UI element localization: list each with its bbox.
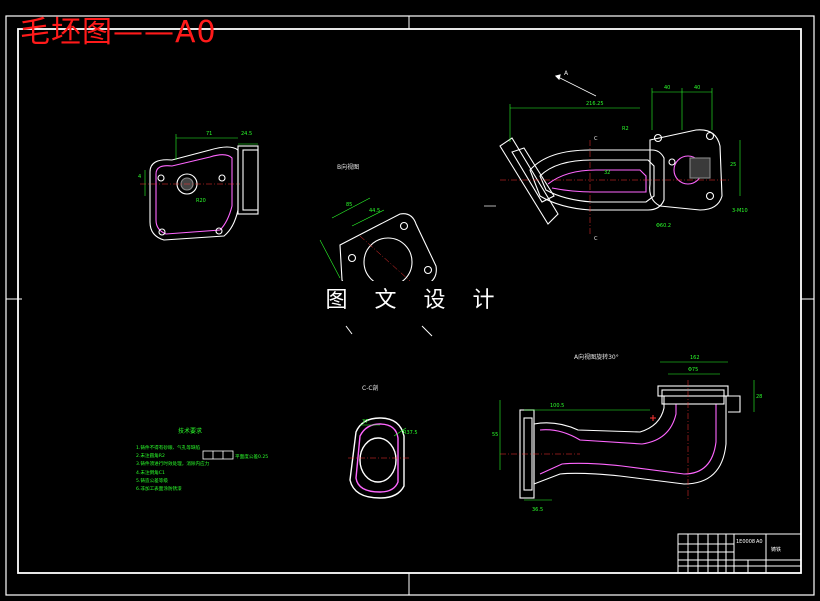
dim-rt-25: 25 xyxy=(730,162,736,168)
section-c-top: C xyxy=(594,136,598,142)
dim-rt-3m10: 3-M10 xyxy=(732,208,748,214)
title-block-material: 铸铁 xyxy=(771,547,782,553)
tech-note-item: 6.非加工表面涂防锈漆 xyxy=(136,487,182,493)
right-top-view xyxy=(484,74,741,234)
centering-marks xyxy=(6,16,814,595)
b-view-label: B向视图 xyxy=(337,163,359,171)
arrow-a-label: A xyxy=(564,70,569,77)
watermark-text: 图 文 设 计 xyxy=(320,281,510,321)
title-block-drawing-number: 1E0008 xyxy=(736,539,756,545)
outer-frame xyxy=(5,15,815,596)
tolerance-text: 平面度公差0.25 xyxy=(235,453,268,460)
cc-section-label: C-C剖 xyxy=(362,384,379,392)
dim-br-28: 28 xyxy=(756,394,762,400)
tech-notes-list: 1.铸件不得有砂眼、气孔等缺陷 2.未注圆角R2 3.铸件须进行时效处理，消除内… xyxy=(136,445,209,494)
dim-b-445: 44.5 xyxy=(369,208,380,214)
bottom-right-view xyxy=(499,361,755,501)
tech-note-item: 1.铸件不得有砂眼、气孔等缺陷 xyxy=(136,446,201,451)
dim-top-245: 24.5 xyxy=(241,131,252,137)
tolerance-frame xyxy=(202,450,234,460)
title-block xyxy=(677,533,802,574)
tech-note-item: 2.未注圆角R2 xyxy=(136,454,165,460)
tech-notes-title: 技术要求 xyxy=(178,428,203,435)
dim-top-4: 4 xyxy=(138,174,141,180)
b-view xyxy=(319,197,437,337)
dim-rt-r2: R2 xyxy=(622,126,629,132)
dim-rt-40b: 40 xyxy=(694,85,700,91)
cc-section-view xyxy=(348,417,410,499)
dim-br-phi75: Φ75 xyxy=(688,367,698,373)
dim-br-55: 55 xyxy=(492,432,498,438)
dim-top-r20: R20 xyxy=(196,198,206,204)
dim-br-365: 36.5 xyxy=(532,507,543,513)
dim-top-71: 71 xyxy=(206,131,212,137)
dim-rt-40a: 40 xyxy=(664,85,670,91)
tech-note-item: 4.未注倒角C1 xyxy=(136,470,165,476)
dim-br-162: 162 xyxy=(690,355,700,361)
dim-b-85: 85 xyxy=(346,202,352,208)
dim-rt-phi602: Φ60.2 xyxy=(656,223,671,229)
tech-note-item: 3.铸件须进行时效处理，消除内应力 xyxy=(136,462,210,468)
dim-cc-r375: R37.5 xyxy=(403,430,418,436)
dim-br-1005: 100.5 xyxy=(550,403,564,409)
dim-rt-21625: 216.25 xyxy=(586,101,604,107)
rotated-view-label: A向视图旋转30° xyxy=(574,353,619,361)
tech-note-item: 5.铸造公差等级 xyxy=(136,478,168,484)
dim-rt-32: 32 xyxy=(604,170,610,176)
section-c-bottom: C xyxy=(594,236,598,242)
dim-cc-37: 37 xyxy=(362,419,368,425)
top-left-view xyxy=(140,134,259,241)
title-banner: 毛坯图——A0 xyxy=(20,15,217,50)
title-block-sheet: A0 xyxy=(756,539,763,545)
